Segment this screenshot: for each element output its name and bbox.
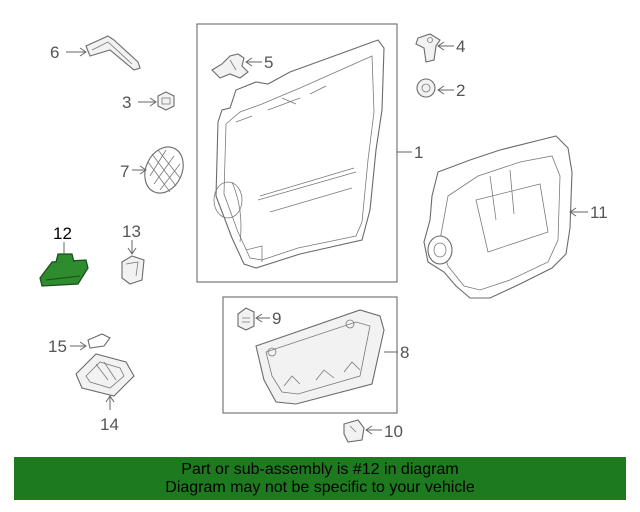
callout-11: 11	[590, 203, 608, 222]
callout-7: 7	[120, 162, 129, 181]
part-9-fastener[interactable]	[237, 307, 255, 331]
part-13-bracket[interactable]	[121, 255, 145, 285]
callout-8: 8	[400, 343, 409, 362]
info-banner: Part or sub-assembly is #12 in diagram D…	[14, 457, 626, 500]
part-10-clip[interactable]	[343, 419, 365, 443]
callout-5: 5	[264, 53, 273, 72]
callout-6: 6	[50, 43, 59, 62]
part-12-switch-highlighted[interactable]	[39, 253, 89, 287]
callout-1: 1	[414, 143, 423, 162]
banner-line-1: Part or sub-assembly is #12 in diagram	[181, 461, 459, 478]
part-3-clip[interactable]	[157, 91, 175, 111]
part-4-clip[interactable]	[415, 33, 441, 63]
part-15-pad[interactable]	[87, 333, 111, 349]
part-8-armrest-pocket[interactable]	[255, 309, 385, 405]
part-14-lamp-housing[interactable]	[75, 353, 135, 397]
callout-12: 12	[53, 224, 72, 243]
part-2-nut[interactable]	[416, 78, 436, 98]
callout-4: 4	[456, 37, 465, 56]
armrest-group-box	[222, 296, 398, 414]
banner-line-2: Diagram may not be specific to your vehi…	[165, 479, 475, 496]
part-5-retainer[interactable]	[211, 53, 249, 79]
callout-15: 15	[48, 337, 67, 356]
callout-14: 14	[100, 415, 119, 434]
part-1-door-trim-panel[interactable]	[213, 39, 385, 269]
callout-3: 3	[122, 93, 131, 112]
exploded-parts-diagram: 6 3 7 12 13	[39, 23, 608, 443]
part-7-speaker-grille[interactable]	[138, 141, 191, 200]
callout-2: 2	[456, 81, 465, 100]
callout-10: 10	[384, 422, 403, 441]
callout-13: 13	[122, 222, 141, 241]
part-6-handle-bezel[interactable]	[85, 35, 141, 71]
callout-9: 9	[272, 309, 281, 328]
door-panel-group-box	[196, 23, 398, 283]
part-11-door-carrier[interactable]	[423, 135, 573, 299]
